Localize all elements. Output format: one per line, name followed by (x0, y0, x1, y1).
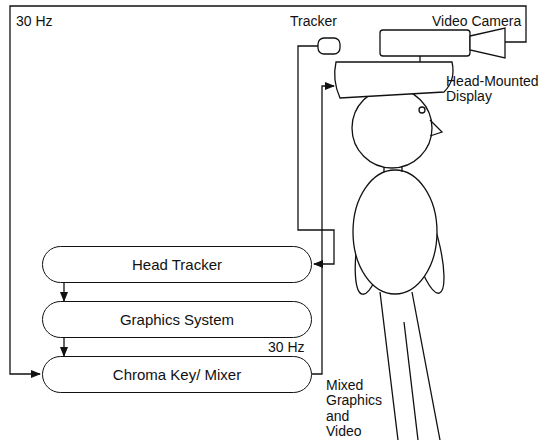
signal-label: Tracker (290, 14, 337, 29)
flow-arrow (63, 338, 64, 356)
signal-label: Mixed Graphics and Video (326, 378, 388, 440)
flow-arrow (63, 283, 64, 301)
box-label: Head Tracker (132, 256, 222, 273)
process-box: Chroma Key/ Mixer (42, 356, 312, 393)
box-label: Chroma Key/ Mixer (113, 366, 241, 383)
process-box: Head Tracker (42, 246, 312, 283)
signal-label: Video Camera (432, 14, 521, 29)
process-box: Graphics System (42, 301, 312, 338)
signal-label: Head-Mounted Display (446, 74, 550, 105)
box-label: Graphics System (120, 311, 234, 328)
signal-label: 30 Hz (16, 14, 53, 29)
signal-label: 30 Hz (268, 340, 305, 355)
